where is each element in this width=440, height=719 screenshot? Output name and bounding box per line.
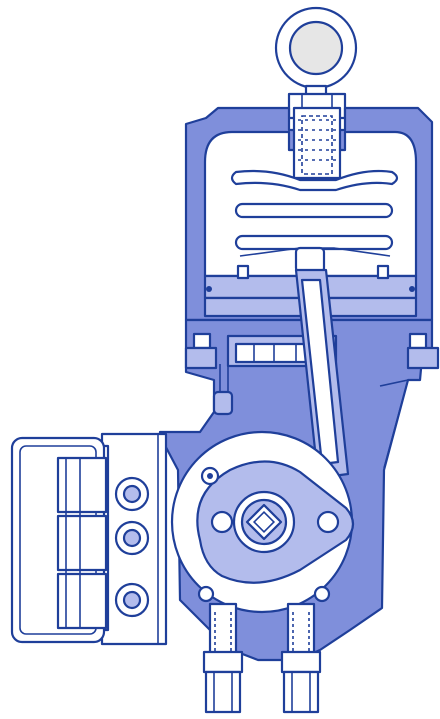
square-spindle-icon [245,503,283,541]
housing-bolts [197,466,331,603]
lifting-eye-icon [274,6,358,120]
adjustment-bolt-icon [202,602,322,714]
solenoid-block-icon [10,432,168,646]
spring-actuator-icon [230,169,399,257]
